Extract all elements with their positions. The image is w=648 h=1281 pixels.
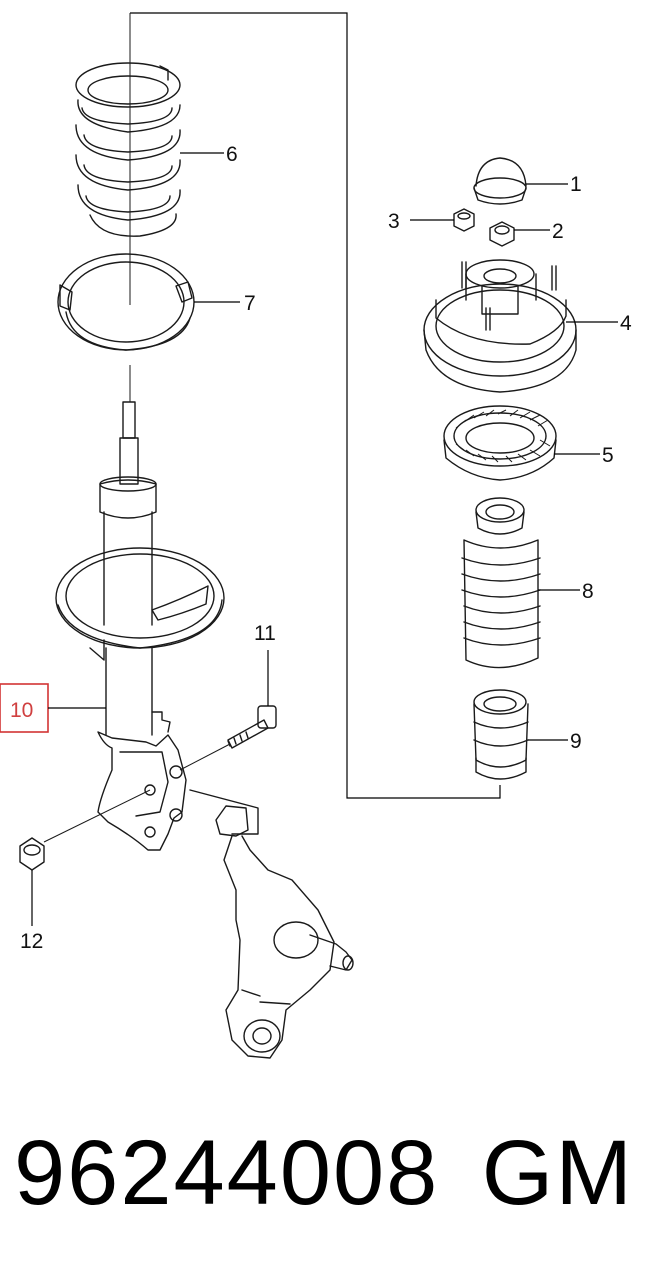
callout-7: 7 — [244, 292, 256, 315]
callout-4: 4 — [620, 312, 632, 335]
bump-stop — [473, 689, 529, 780]
callout-2: 2 — [552, 220, 564, 243]
steering-knuckle — [189, 789, 354, 1059]
part-number: 96244008 — [14, 1122, 440, 1224]
brand-name: GM — [481, 1122, 634, 1224]
dust-boot — [461, 497, 541, 669]
strut-mount — [423, 259, 577, 393]
callout-9: 9 — [570, 730, 582, 753]
spring-seat-insulator — [57, 253, 195, 351]
leader-lines — [31, 152, 618, 926]
callout-5: 5 — [602, 444, 614, 467]
coil-spring — [75, 62, 181, 237]
callout-3: 3 — [388, 210, 400, 233]
nut-part-2 — [489, 221, 515, 247]
nut-part-12 — [19, 789, 151, 871]
callout-10: 10 — [10, 699, 33, 722]
callout-12: 12 — [20, 930, 43, 953]
callout-11: 11 — [254, 622, 276, 645]
callout-8: 8 — [582, 580, 594, 603]
footer: 96244008 GM — [14, 1118, 634, 1228]
dust-cap — [473, 157, 527, 205]
nut-part-3 — [453, 208, 475, 232]
callout-1: 1 — [570, 173, 582, 196]
assembly-bracket-line — [130, 12, 501, 799]
callout-6: 6 — [226, 143, 238, 166]
strut-assembly — [55, 365, 225, 851]
bolt-part-11 — [179, 705, 277, 771]
strut-bearing — [443, 405, 557, 481]
